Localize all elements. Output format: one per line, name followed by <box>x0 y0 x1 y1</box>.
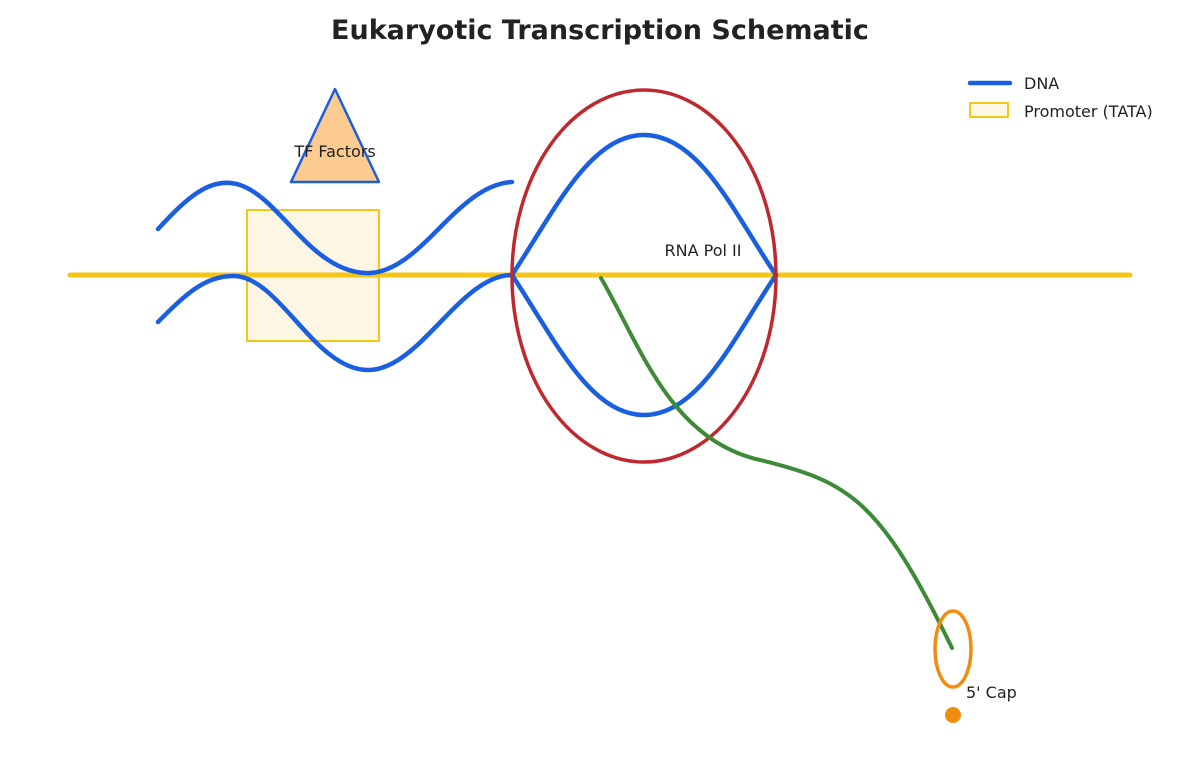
dna-strand-upper <box>155 179 515 276</box>
legend-promoter-swatch <box>969 102 1009 118</box>
transcription-bubble-lower <box>509 272 779 418</box>
legend-promoter-label: Promoter (TATA) <box>1024 102 1153 121</box>
tf-factors-label: TF Factors <box>293 142 375 161</box>
dna-strand-lower <box>155 272 515 373</box>
rna-polymerase-ellipse <box>510 88 778 464</box>
cap-label: 5' Cap <box>966 683 1017 702</box>
transcription-bubble-upper <box>509 132 779 278</box>
legend-dna-label: DNA <box>1024 74 1059 93</box>
cap-dot <box>945 707 961 723</box>
mrna-strand <box>599 276 954 650</box>
diagram-title: Eukaryotic Transcription Schematic <box>331 15 869 46</box>
rna-pol-label: RNA Pol II <box>665 241 742 260</box>
legend: DNA Promoter (TATA) <box>967 74 1153 121</box>
tf-factors-triangle <box>289 87 381 184</box>
cap-loop-ellipse <box>933 609 973 689</box>
